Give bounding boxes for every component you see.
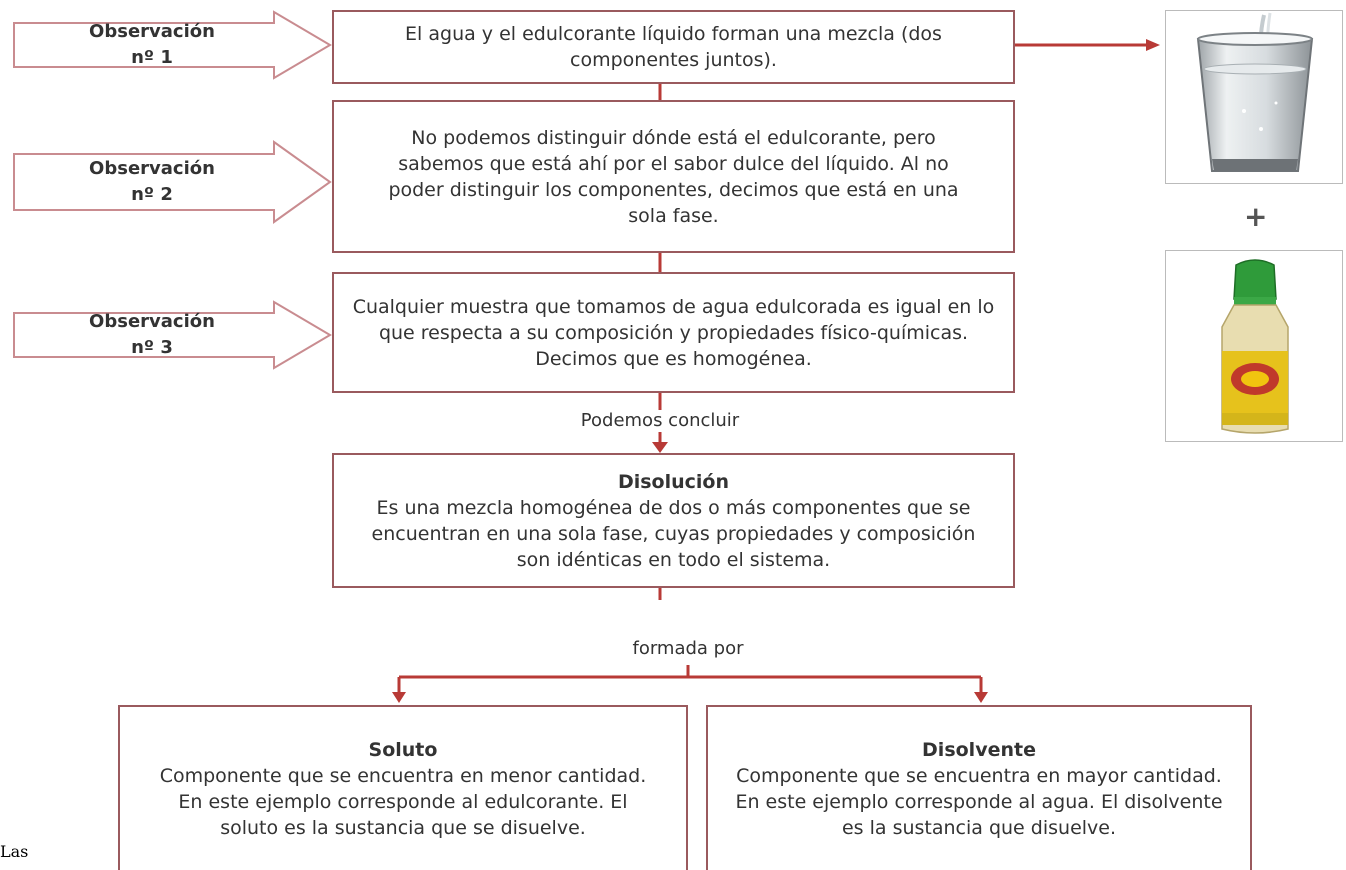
observation-2-label-line2: nº 2 <box>131 184 173 205</box>
observation-2-label: Observación nº 2 <box>42 156 302 208</box>
definition-title: Disolución <box>617 470 730 493</box>
solute-title: Soluto <box>368 738 438 761</box>
observation-2-text: No podemos distinguir dónde está el edul… <box>388 126 959 227</box>
sweetener-bottle-image <box>1165 250 1343 442</box>
sweetener-bottle-icon <box>1221 259 1289 434</box>
observation-3-arrow: Observación nº 3 <box>12 300 332 370</box>
observation-2-label-line1: Observación <box>89 158 215 179</box>
solvent-box: Disolvente Componente que se encuentra e… <box>706 705 1252 870</box>
observation-1-label-line2: nº 1 <box>131 47 173 68</box>
observation-3-label: Observación nº 3 <box>42 309 302 361</box>
arrow-shape-icon <box>13 300 332 370</box>
solute-box: Soluto Componente que se encuentra en me… <box>118 705 688 870</box>
observation-1-label-line1: Observación <box>89 21 215 42</box>
solvent-text: Componente que se encuentra en mayor can… <box>735 764 1223 839</box>
observation-1-arrow: Observación nº 1 <box>12 10 332 80</box>
observation-2-box: No podemos distinguir dónde está el edul… <box>332 100 1015 253</box>
observation-2-arrow: Observación nº 2 <box>12 140 332 224</box>
corner-text: Las <box>0 842 29 861</box>
observation-3-text: Cualquier muestra que tomamos de agua ed… <box>352 295 995 370</box>
solvent-title: Disolvente <box>922 738 1036 761</box>
water-glass-icon <box>1196 12 1314 172</box>
water-glass-image <box>1165 10 1343 184</box>
conclude-label: Podemos concluir <box>580 410 740 431</box>
observation-3-label-line2: nº 3 <box>131 337 173 358</box>
plus-sign: + <box>1244 200 1268 233</box>
arrow-shape-icon <box>13 140 332 224</box>
observation-1-text: El agua y el edulcorante líquido forman … <box>405 23 942 71</box>
observation-3-box: Cualquier muestra que tomamos de agua ed… <box>332 272 1015 393</box>
observation-1-label: Observación nº 1 <box>42 19 302 71</box>
definition-text: Es una mezcla homogénea de dos o más com… <box>371 496 976 571</box>
formed-by-label: formada por <box>632 638 744 659</box>
observation-1-box: El agua y el edulcorante líquido forman … <box>332 10 1015 84</box>
definition-box: Disolución Es una mezcla homogénea de do… <box>332 453 1015 588</box>
observation-3-label-line1: Observación <box>89 311 215 332</box>
arrow-shape-icon <box>13 10 332 80</box>
solute-text: Componente que se encuentra en menor can… <box>159 764 647 839</box>
